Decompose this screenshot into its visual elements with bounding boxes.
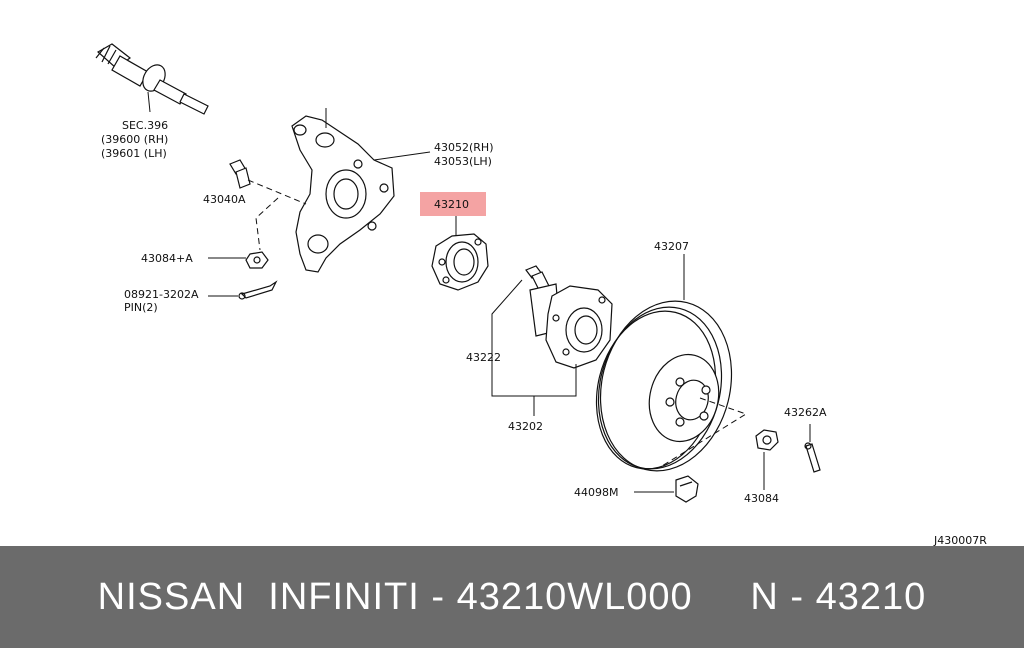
- label-sec: SEC.396: [122, 119, 168, 132]
- bolt-44098m: [675, 475, 699, 503]
- label-sec-lh: (39601 (LH): [101, 147, 167, 160]
- label-bolt-m: 44098M: [574, 486, 618, 499]
- label-knuckle-lh: 43053(LH): [434, 155, 492, 168]
- label-nut-a: 43084+A: [141, 252, 193, 265]
- label-pin-qty: PIN(2): [124, 301, 158, 314]
- knuckle: [291, 108, 395, 273]
- bolt-43040a: [229, 159, 251, 189]
- label-hub-assy: 43202: [508, 420, 543, 433]
- label-disc: 43207: [654, 240, 689, 253]
- label-bolt: 43040A: [203, 193, 246, 206]
- diagram-code: J430007R: [933, 534, 987, 546]
- label-hub: 43222: [466, 351, 501, 364]
- cotter-43262a: [804, 442, 821, 473]
- parts-diagram: SEC.396 (39600 (RH) (39601 (LH) 43052(RH…: [95, 43, 987, 546]
- label-highlight: 43210: [434, 198, 469, 211]
- footer-bar: NISSAN INFINITI - 43210WL000 N - 43210: [0, 546, 1024, 648]
- label-nut: 43084: [744, 492, 779, 505]
- disc-rotor: [595, 300, 733, 472]
- label-knuckle-rh: 43052(RH): [434, 141, 494, 154]
- wheel-bearing: [431, 233, 489, 291]
- nut-43084: [755, 429, 779, 451]
- label-pin-part: 08921-3202A: [124, 288, 199, 301]
- nut-43084a: [245, 251, 269, 269]
- cotter-pin: [238, 280, 278, 300]
- highlight-box: [420, 192, 486, 216]
- drive-shaft: [95, 43, 209, 115]
- label-sec-rh: (39600 (RH): [101, 133, 168, 146]
- hub: [529, 283, 613, 369]
- footer-part-number: NISSAN INFINITI - 43210WL000 N - 43210: [97, 575, 927, 618]
- label-cotter: 43262A: [784, 406, 827, 419]
